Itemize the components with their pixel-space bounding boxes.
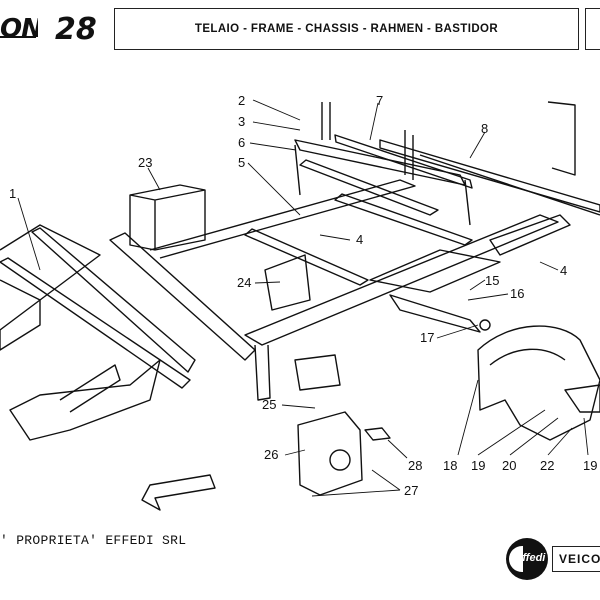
logo-text: Effedi: [515, 552, 546, 564]
callout-26: 26: [264, 447, 278, 462]
callout-23: 23: [138, 155, 152, 170]
side-box: [585, 8, 600, 50]
callout-20: 20: [502, 458, 516, 473]
brand-underline: [0, 36, 36, 38]
callout-4-center: 4: [356, 232, 363, 247]
callout-19: 19: [471, 458, 485, 473]
callout-17: 17: [420, 330, 434, 345]
frame-drawing: [0, 101, 600, 511]
callout-22: 22: [540, 458, 554, 473]
logo-e-shape: [509, 546, 523, 572]
exploded-diagram: 1 2 3 6 5 7 8 23 4 24 15 16 17 4 25 26 2…: [0, 93, 600, 511]
leader-lines: [17, 99, 589, 497]
callout-numbers: 1 2 3 6 5 7 8 23 4 24 15 16 17 4 25 26 2…: [9, 93, 597, 498]
title-box: TELAIO - FRAME - CHASSIS - RAHMEN - BAST…: [114, 8, 579, 50]
brand-logo: ONE: [0, 14, 38, 44]
callout-1: 1: [9, 186, 16, 201]
callout-16: 16: [510, 286, 524, 301]
callout-24: 24: [237, 275, 251, 290]
brand-logo-text: ONE: [0, 14, 38, 44]
copyright-notice: ' PROPRIETA' EFFEDI SRL: [0, 533, 187, 548]
callout-6: 6: [238, 135, 245, 150]
page-number: 28: [55, 12, 97, 47]
callout-5: 5: [238, 155, 245, 170]
callout-25: 25: [262, 397, 276, 412]
callout-18: 18: [443, 458, 457, 473]
page-title: TELAIO - FRAME - CHASSIS - RAHMEN - BAST…: [194, 23, 499, 35]
veico-brand: VEICO: [552, 546, 600, 572]
callout-4-right: 4: [560, 263, 567, 278]
callout-28: 28: [408, 458, 422, 473]
callout-19-right: 19: [583, 458, 597, 473]
callout-27: 27: [404, 483, 418, 498]
callout-7: 7: [376, 93, 383, 108]
callout-8: 8: [481, 121, 488, 136]
effedi-logo: Effedi: [506, 538, 548, 580]
callout-3: 3: [238, 114, 245, 129]
callout-15: 15: [485, 273, 499, 288]
callout-2: 2: [238, 93, 245, 108]
